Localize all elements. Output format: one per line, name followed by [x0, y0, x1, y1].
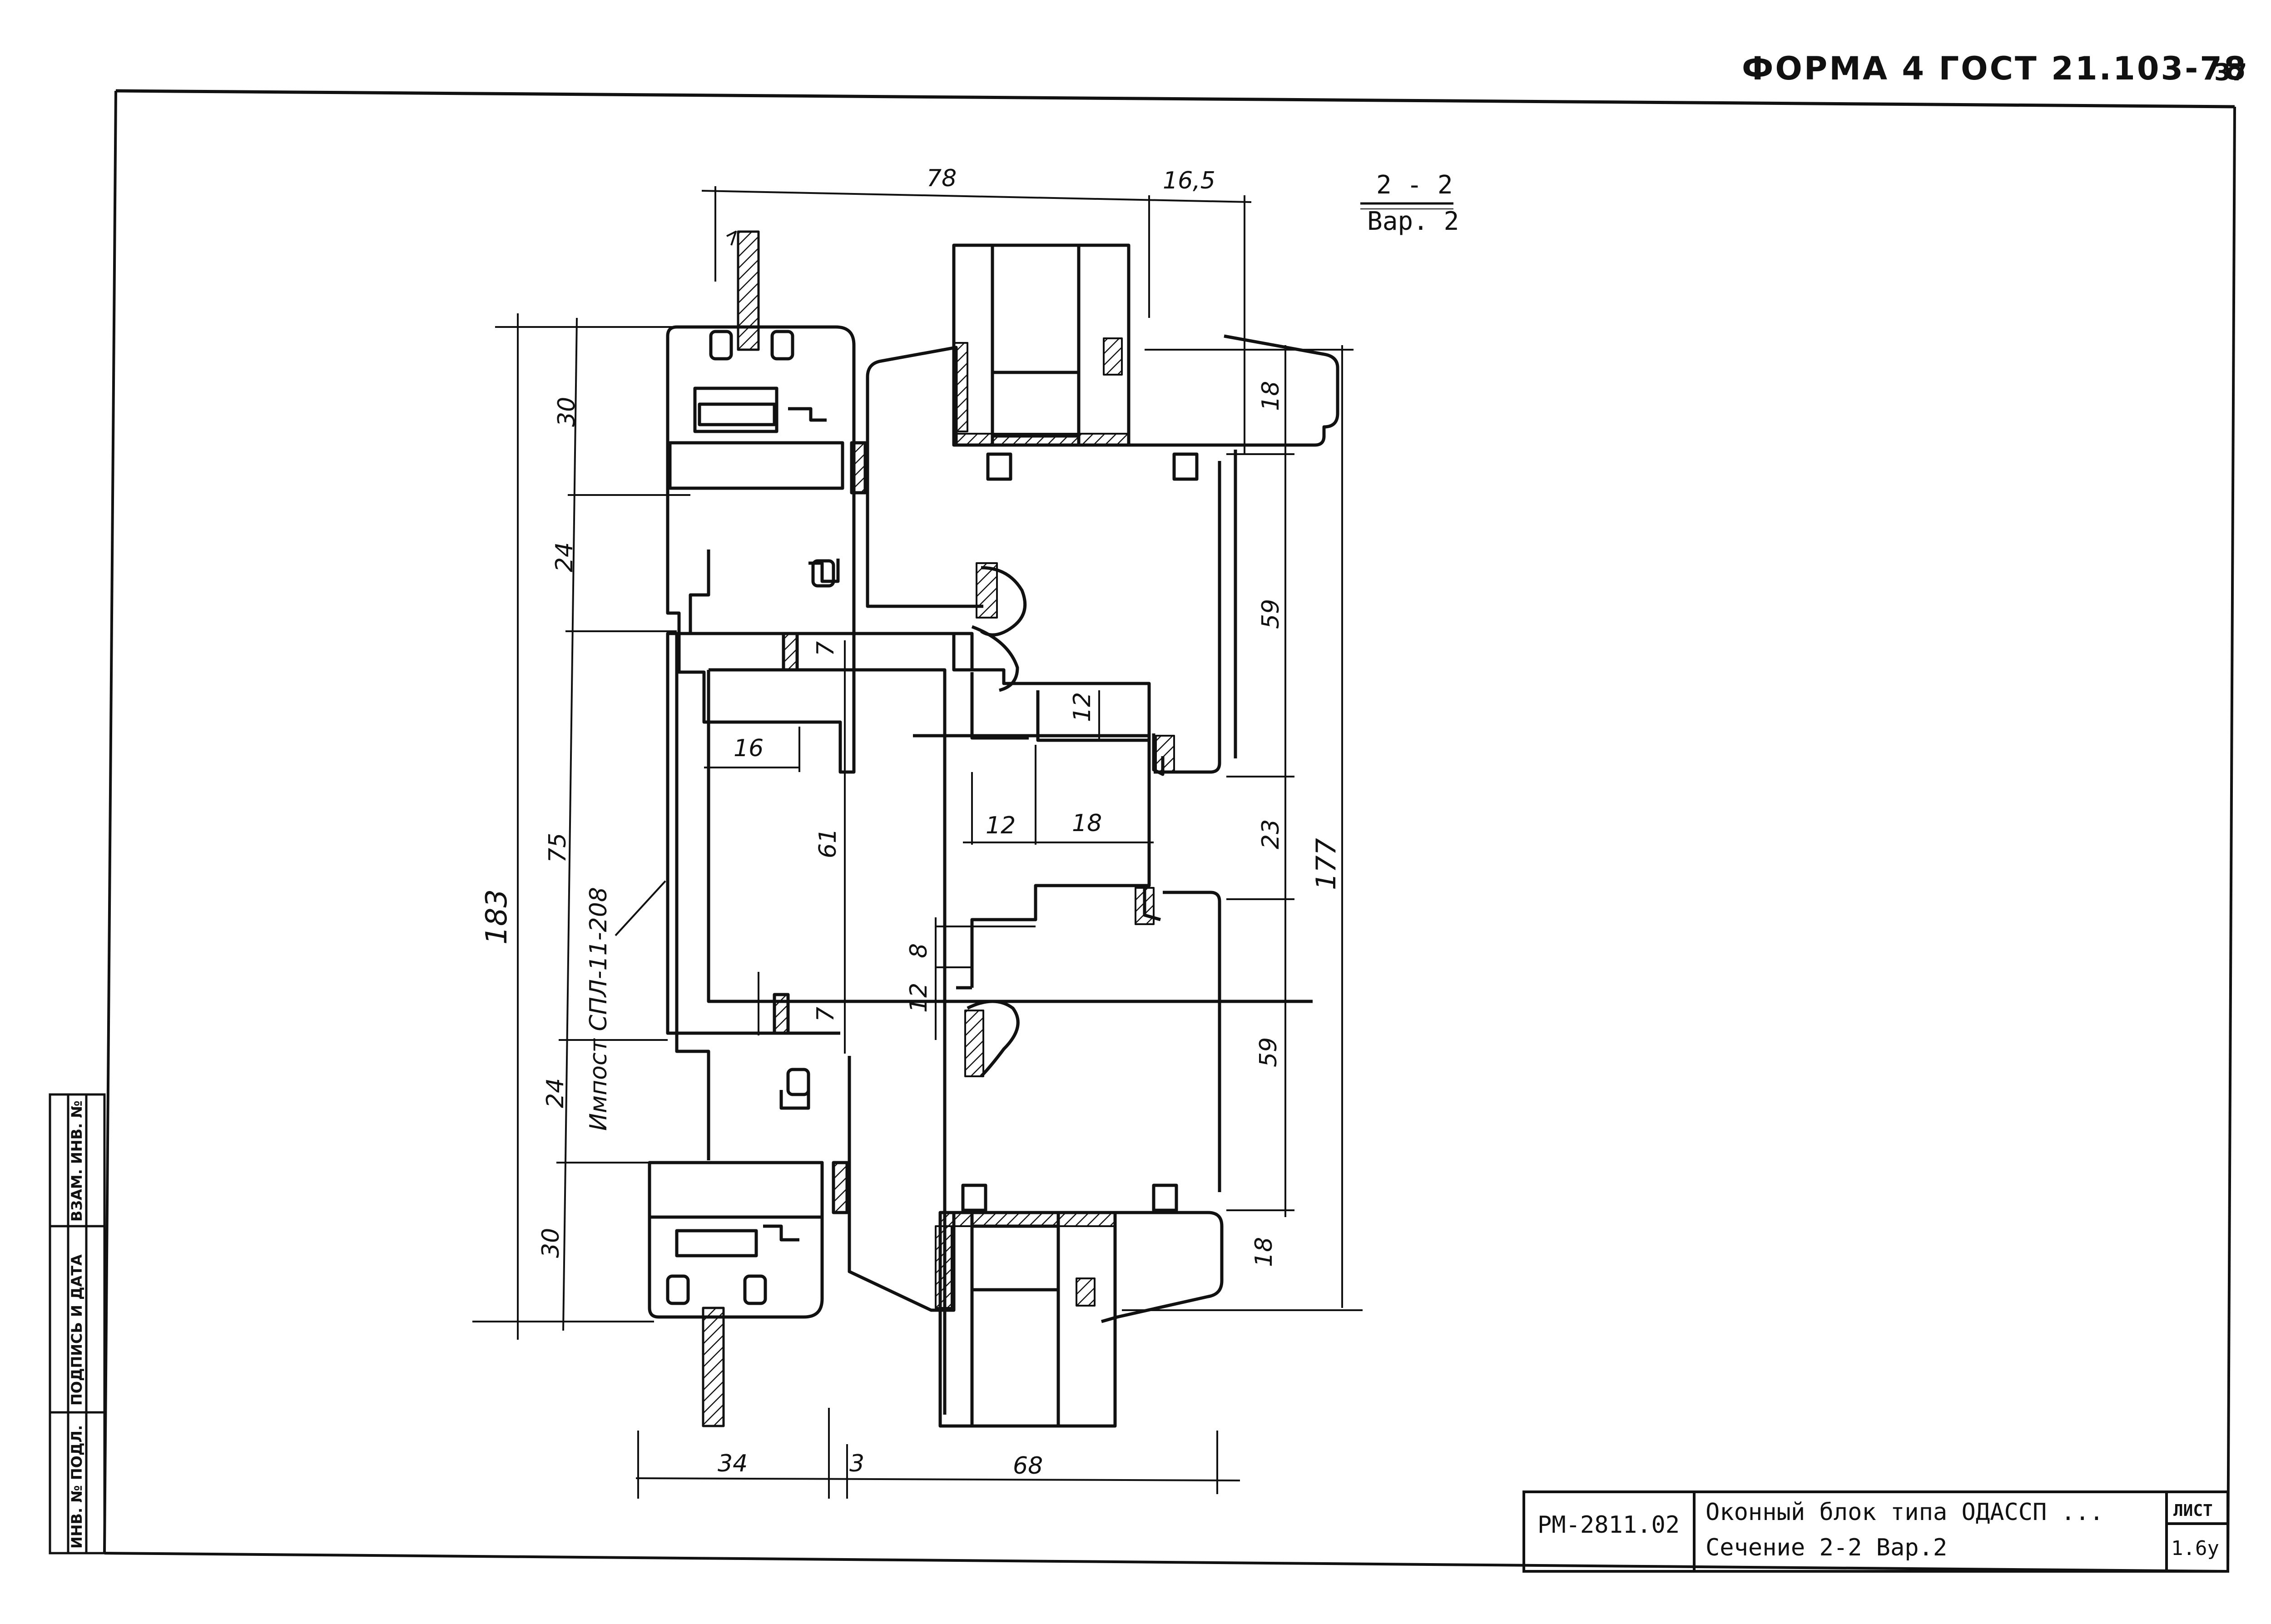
window-section — [648, 230, 1339, 1428]
sash-bottom — [848, 891, 1224, 1428]
sash-steps — [913, 461, 1221, 1078]
stamp-col1: ИНВ. № ПОДЛ. — [68, 1425, 85, 1549]
glass-top — [726, 230, 760, 351]
dim-left-24-top: 24 — [551, 542, 578, 572]
dimension-labels: 78 16,5 183 30 24 75 24 30 Импост СПЛ-11… — [480, 165, 1342, 1480]
form-label: ФОРМА 4 ГОСТ 21.103-78 — [1742, 50, 2248, 87]
dim-left-24-bottom: 24 — [542, 1078, 569, 1108]
dim-left-183: 183 — [480, 889, 514, 945]
dim-inner-7-top: 7 — [812, 641, 839, 656]
title-block — [1522, 1490, 2229, 1573]
frame-top — [666, 325, 867, 774]
sheet-frame — [103, 89, 2236, 1573]
dim-top-16-5: 16,5 — [1163, 167, 1215, 194]
title-block-title-line1: Оконный блок типа ОДАССП ... — [1706, 1499, 2104, 1526]
dim-inner-16: 16 — [734, 735, 764, 762]
page-number: 37 — [2214, 59, 2247, 86]
glass-bottom — [702, 1307, 725, 1427]
title-block-code: РМ-2811.02 — [1537, 1511, 1680, 1539]
side-stamp — [49, 1093, 106, 1555]
dim-inner-8: 8 — [905, 943, 932, 958]
title-block-sheet-value: 1.6у — [2171, 1537, 2219, 1560]
dim-inner-12-h: 12 — [986, 812, 1016, 839]
dim-inner-12-low: 12 — [905, 983, 932, 1013]
dim-right-59-bottom: 59 — [1255, 1037, 1282, 1067]
stamp-col2: ПОДПИСЬ И ДАТА — [68, 1254, 85, 1406]
dim-right-59-top: 59 — [1257, 599, 1284, 629]
dim-right-18-bottom: 18 — [1250, 1237, 1278, 1267]
stamp-col3: ВЗАМ. ИНВ. № — [68, 1100, 85, 1222]
dim-left-30-top: 30 — [553, 397, 580, 427]
dim-top-78: 78 — [927, 165, 957, 192]
dim-inner-12-v: 12 — [1069, 692, 1096, 722]
section-number: 2 - 2 — [1376, 170, 1453, 200]
dim-right-18-top: 18 — [1257, 381, 1284, 411]
dim-right-177: 177 — [1310, 838, 1342, 890]
frame-bottom — [648, 1068, 849, 1319]
dim-bottom-68: 68 — [1013, 1452, 1043, 1480]
dim-inner-61: 61 — [814, 828, 842, 858]
dim-inner-18-h: 18 — [1072, 810, 1102, 837]
dim-bottom-3: 3 — [849, 1450, 864, 1477]
dim-right-23: 23 — [1257, 819, 1284, 849]
dimension-lines — [472, 186, 1363, 1499]
section-variant: Вар. 2 — [1367, 207, 1459, 236]
title-block-title-line2: Сечение 2-2 Вар.2 — [1706, 1534, 1948, 1561]
mullion-annotation: Импост СПЛ-11-208 — [585, 887, 612, 1131]
title-block-sheet-label: ЛИСТ — [2173, 1501, 2213, 1520]
dim-left-30-bottom: 30 — [537, 1228, 565, 1258]
dim-bottom-34: 34 — [718, 1450, 748, 1477]
dim-inner-7-bottom: 7 — [812, 1007, 839, 1022]
dim-left-75: 75 — [544, 833, 571, 863]
sash-top — [866, 243, 1339, 758]
